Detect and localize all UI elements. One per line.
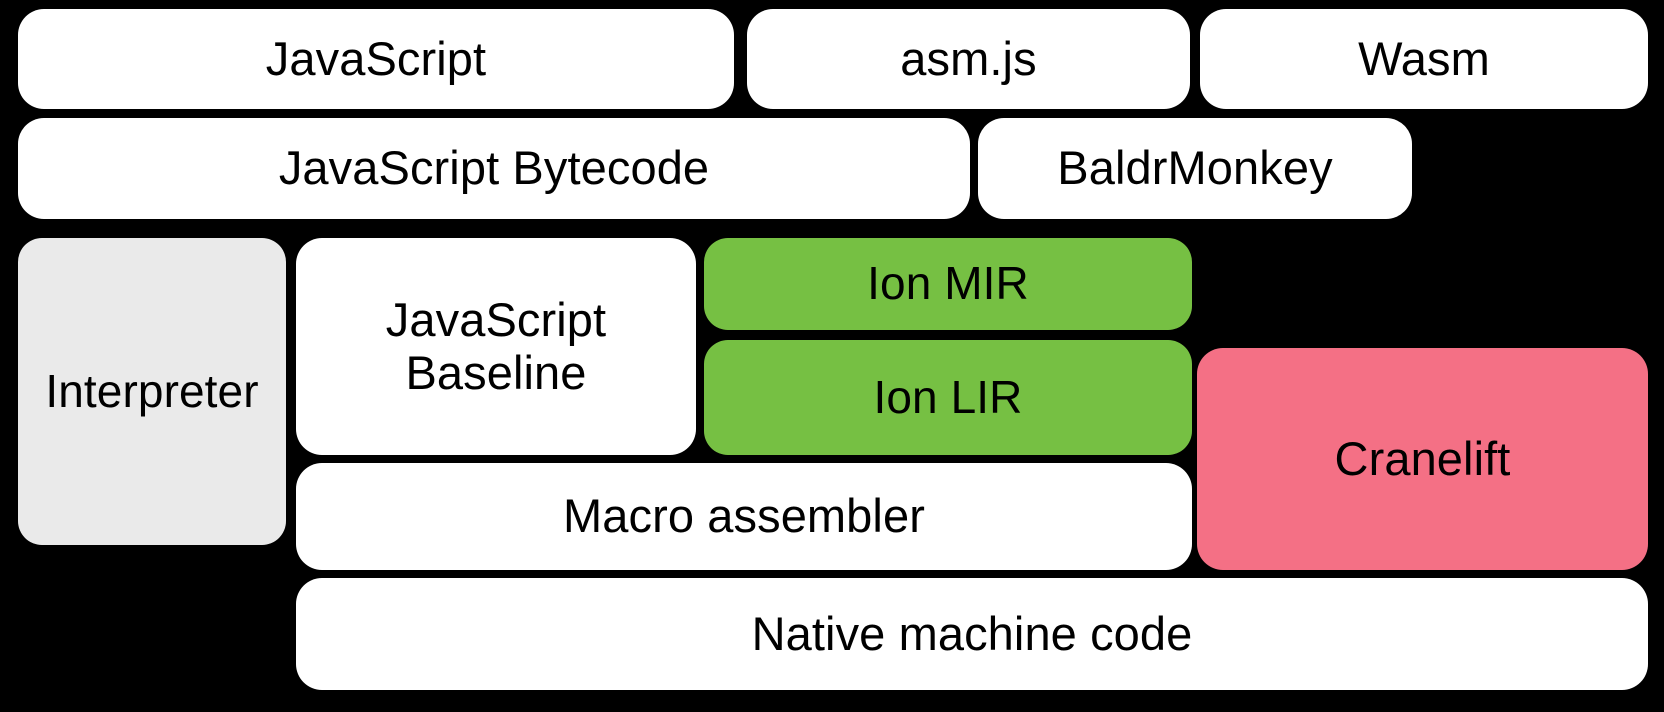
node-asm-js[interactable]: asm.js <box>747 9 1190 109</box>
node-native-machine-code[interactable]: Native machine code <box>296 578 1648 690</box>
node-ion-mir[interactable]: Ion MIR <box>704 238 1192 330</box>
node-baldrmonkey[interactable]: BaldrMonkey <box>978 118 1412 219</box>
node-wasm[interactable]: Wasm <box>1200 9 1648 109</box>
node-javascript-bytecode[interactable]: JavaScript Bytecode <box>18 118 970 219</box>
node-javascript-baseline[interactable]: JavaScript Baseline <box>296 238 696 455</box>
node-ion-lir[interactable]: Ion LIR <box>704 340 1192 455</box>
node-macro-assembler[interactable]: Macro assembler <box>296 463 1192 570</box>
node-javascript[interactable]: JavaScript <box>18 9 734 109</box>
node-interpreter[interactable]: Interpreter <box>18 238 286 545</box>
node-cranelift[interactable]: Cranelift <box>1197 348 1648 570</box>
